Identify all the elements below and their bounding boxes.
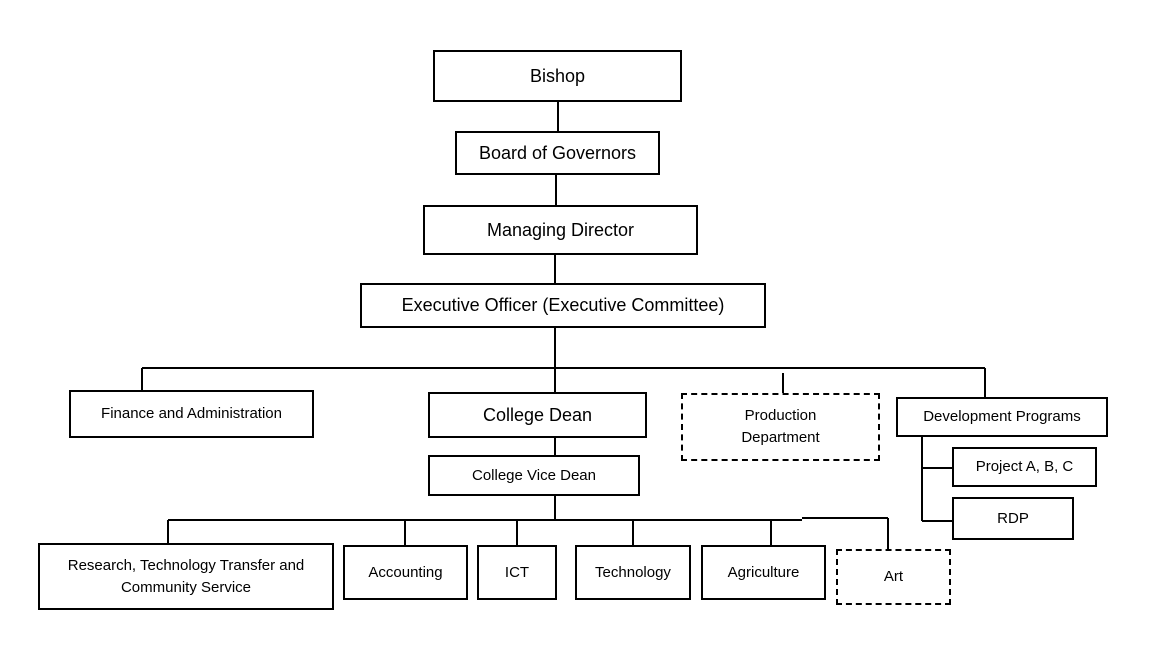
- node-college-dean: College Dean: [428, 392, 647, 438]
- node-technology: Technology: [575, 545, 691, 600]
- node-label: Finance and Administration: [101, 405, 282, 423]
- node-production-department: Production Department: [681, 393, 880, 461]
- node-research-technology-transfer: Research, Technology Transfer and Commun…: [38, 543, 334, 610]
- node-label: Art: [883, 568, 904, 586]
- node-label: Bishop: [529, 65, 586, 86]
- node-bishop: Bishop: [433, 50, 682, 102]
- node-label: Development Programs: [923, 408, 1081, 426]
- node-label: Research, Technology Transfer and Commun…: [67, 556, 305, 596]
- node-label: Executive Officer (Executive Committee): [401, 295, 725, 316]
- node-label: College Vice Dean: [472, 466, 596, 484]
- node-project-abc: Project A, B, C: [952, 447, 1097, 487]
- node-board-of-governors: Board of Governors: [455, 131, 660, 175]
- node-development-programs: Development Programs: [896, 397, 1108, 437]
- node-label: College Dean: [482, 404, 593, 425]
- node-label: Project A, B, C: [975, 458, 1074, 476]
- node-label: Managing Director: [486, 219, 635, 240]
- node-managing-director: Managing Director: [423, 205, 698, 255]
- node-rdp: RDP: [952, 497, 1074, 540]
- node-label: Agriculture: [727, 563, 800, 581]
- node-executive-officer: Executive Officer (Executive Committee): [360, 283, 766, 328]
- node-label: RDP: [997, 509, 1029, 527]
- node-agriculture: Agriculture: [701, 545, 826, 600]
- node-label: ICT: [504, 563, 530, 581]
- node-ict: ICT: [477, 545, 557, 600]
- node-accounting: Accounting: [343, 545, 468, 600]
- node-finance-administration: Finance and Administration: [69, 390, 314, 438]
- node-art: Art: [836, 549, 951, 605]
- node-label: Technology: [595, 563, 671, 581]
- node-label: Production Department: [741, 407, 820, 446]
- node-college-vice-dean: College Vice Dean: [428, 455, 640, 496]
- node-label: Accounting: [368, 563, 443, 581]
- node-label: Board of Governors: [478, 142, 637, 163]
